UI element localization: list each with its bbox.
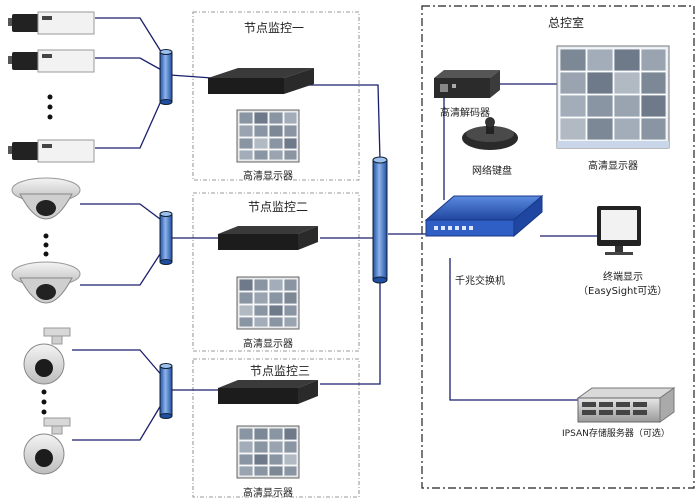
box-camera-icon [8, 49, 95, 73]
link-ptz-cam-1 [72, 349, 165, 379]
link-lines [72, 17, 600, 441]
hub-cylinder-3 [159, 363, 173, 419]
monitor-icon [236, 425, 300, 479]
control-room-frame [421, 5, 695, 489]
link-dome-cam-2 [80, 247, 165, 286]
hub-cylinder-1 [159, 49, 173, 105]
dome-camera-more-dots [43, 233, 49, 257]
node1-monitor-label: 高清显示器 [243, 171, 293, 182]
dome-camera-icon [11, 177, 81, 220]
link-box-cam-2 [95, 57, 166, 73]
switch-icon [424, 194, 544, 238]
hub-cylinder-2 [159, 211, 173, 265]
hd-decoder-label: 高清解码器 [440, 108, 490, 119]
node3-monitor-label: 高清显示器 [243, 488, 293, 499]
control-room-title: 总控室 [548, 16, 585, 30]
dome-camera-icon [11, 261, 81, 304]
keyboard-icon [462, 117, 518, 150]
box-camera-more-dots [47, 94, 53, 120]
hd-display-wall-label: 高清显示器 [588, 161, 638, 172]
nvr-icon [208, 68, 314, 94]
gigabit-switch-label: 千兆交换机 [455, 276, 505, 287]
link-nvr1-core [302, 84, 381, 161]
link-box-cam-3 [95, 91, 166, 149]
node3-title: 节点监控三 [250, 364, 311, 378]
node1-title: 节点监控一 [244, 21, 305, 35]
nvr-icon [218, 226, 318, 250]
monitor-icon [236, 276, 300, 330]
ptz-camera-icon [23, 417, 71, 475]
link-switch-storage [449, 258, 578, 401]
terminal-display-label: 终端显示 [603, 272, 643, 283]
box-camera-icon [8, 139, 95, 163]
node2-monitor-label: 高清显示器 [243, 339, 293, 350]
node3-zone-frame [192, 358, 360, 498]
terminal-monitor-icon [597, 206, 641, 255]
display-wall-icon [556, 45, 670, 149]
box-camera-icon [8, 11, 95, 35]
ipsan-storage-label: IPSAN存储服务器（可选） [562, 429, 670, 439]
link-box-cam-1 [95, 17, 166, 59]
network-keyboard-label: 网络键盘 [472, 166, 512, 177]
link-ptz-cam-2 [72, 399, 165, 441]
node1-zone-frame [192, 11, 360, 181]
terminal-display-sublabel: （EasySight可选） [578, 286, 668, 297]
link-dome-cam-1 [80, 203, 165, 223]
nvr-icon [218, 380, 318, 404]
monitor-icon [236, 109, 300, 163]
decoder-icon [434, 70, 500, 98]
node2-zone-frame [192, 192, 360, 352]
link-nvr3-core [320, 282, 381, 385]
storage-server-icon [576, 387, 676, 423]
core-hub-cylinder [372, 156, 388, 284]
node2-title: 节点监控二 [248, 200, 309, 214]
ptz-camera-more-dots [41, 389, 47, 415]
link-hub1-nvr1 [169, 74, 213, 79]
ptz-camera-icon [23, 327, 71, 385]
